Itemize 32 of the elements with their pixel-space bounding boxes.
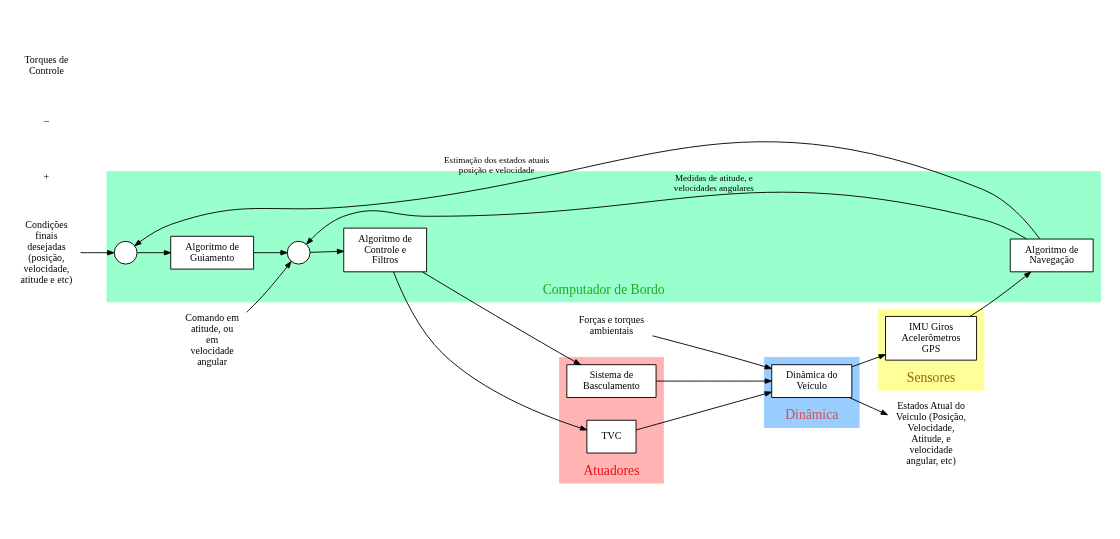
arrow: [969, 271, 1032, 317]
edge-label: Medidas de atitude, e velocidades angulares: [673, 172, 754, 193]
node-text: Comando em atitude, ou em velocidade angular: [185, 311, 239, 367]
arrow: [306, 191, 1027, 245]
arrow: [393, 270, 588, 431]
node-box: Algoritmo de Navegação: [1009, 238, 1094, 272]
node-circle: [286, 240, 311, 265]
node-text: Condições finais desejadas (posição, velocidade, atitude e etc): [20, 218, 73, 285]
arrow: [80, 249, 115, 255]
node-box: Dinâmica do Veículo: [771, 363, 853, 398]
node-box: Sistema de Basculamento: [566, 363, 657, 398]
label: –: [43, 114, 49, 126]
node-text: Estados Atual do Veiculo (Posição, Velocidade, Atitude, e velocidade angular, etc): [896, 399, 967, 466]
node-box: TVC: [586, 419, 637, 453]
arrow: [253, 249, 288, 255]
node-box: Algoritmo de Guiamento: [170, 235, 255, 270]
arrow: [635, 390, 772, 430]
arrow: [309, 248, 345, 254]
node-box: Algoritmo de Controle e Filtros: [343, 227, 428, 272]
node-circle: [113, 240, 138, 265]
arrow: [134, 140, 1041, 246]
arrow: [136, 249, 172, 255]
arrow: [655, 377, 772, 384]
arrow: [652, 334, 772, 369]
arrow: [848, 396, 888, 415]
label: Torques de Controle: [24, 53, 69, 76]
node-box: IMU Giros Acelerômetros GPS: [885, 315, 978, 361]
arrow: [851, 353, 886, 367]
node-text: Forças e torques ambientais: [578, 313, 645, 336]
label: +: [43, 170, 50, 182]
arrow: [422, 271, 581, 365]
edge-label: Estimação dos estados atuais posição e velocidade: [444, 154, 550, 175]
